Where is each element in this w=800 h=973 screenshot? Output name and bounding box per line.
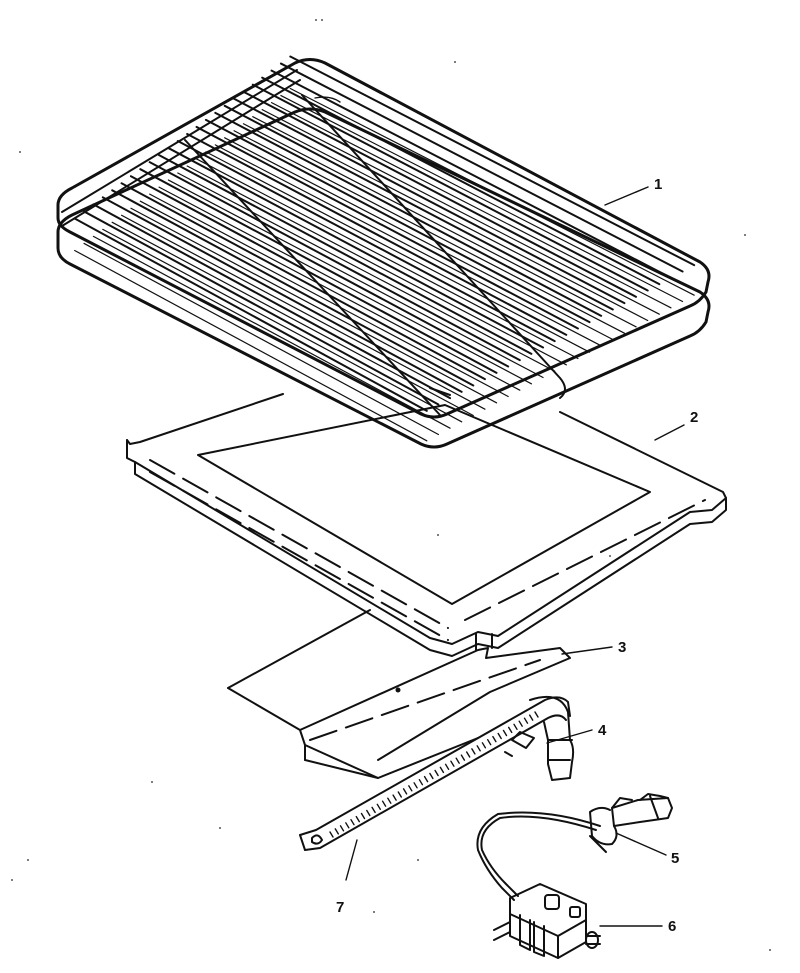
rack-rod-lower (74, 249, 428, 442)
callout-leader-1 (604, 186, 649, 206)
callout-label-3: 3 (618, 639, 626, 656)
rack-rod (167, 147, 545, 349)
rack-rod-lower (224, 137, 614, 341)
rack-rod (233, 97, 626, 305)
rack-rod-lower (289, 87, 695, 296)
rack-rod (261, 76, 661, 286)
rack-rod-lower (139, 200, 509, 398)
callout-leader-5 (615, 832, 667, 856)
rack-rod (92, 203, 452, 400)
rack-rod-lower (102, 228, 463, 423)
rack-rod (223, 104, 614, 311)
gas-valve (493, 883, 601, 959)
rack-rod (148, 161, 521, 362)
oven-racks (56, 55, 711, 449)
rack-rod (176, 140, 556, 343)
rack-rod (83, 210, 440, 406)
rack-rod (129, 175, 498, 374)
rack-rod (101, 196, 463, 393)
callout-label-6: 6 (668, 918, 676, 935)
rack-rod-lower (242, 123, 637, 328)
callout-label-7: 7 (336, 899, 344, 916)
callout-label-1: 1 (654, 176, 662, 193)
bake-pan-cover (126, 387, 727, 657)
rack-rod (195, 125, 579, 330)
rack-rod-lower (270, 102, 672, 309)
burner-baffle (227, 609, 571, 779)
callout-leader-7 (345, 839, 358, 881)
rack-rod-lower (83, 242, 440, 436)
scan-specks (11, 19, 771, 951)
rack-rod-lower (195, 158, 579, 360)
rack-rod-lower (92, 235, 451, 429)
rack-rod (139, 168, 510, 368)
rack-rod-lower (130, 207, 498, 404)
callouts: 1 2 3 4 5 6 7 (336, 176, 698, 935)
callout-label-2: 2 (690, 409, 698, 426)
rack-rod-lower (280, 94, 684, 303)
rack-rod (242, 90, 638, 298)
rack-rod (120, 182, 486, 381)
rack-rod-lower (158, 186, 533, 385)
rack-rod (158, 154, 533, 355)
pilot-assembly (589, 793, 673, 853)
callout-leader-3 (561, 646, 613, 655)
rack-rod-lower (233, 130, 626, 334)
rack-rod (251, 83, 649, 292)
callout-label-4: 4 (598, 722, 607, 739)
pilot-tube (476, 811, 601, 901)
rack-rod-lower (261, 109, 660, 315)
rack-rod (279, 62, 684, 273)
rack-rod (186, 132, 568, 336)
rack-rod-lower (111, 221, 474, 417)
rack-rod-lower (149, 193, 521, 391)
rack-rod-lower (252, 116, 649, 322)
rack-rod (214, 111, 603, 317)
rack-rod (289, 55, 696, 267)
rack-rod-lower (120, 214, 486, 410)
rack-rod (73, 217, 428, 412)
rack-rod (204, 118, 591, 324)
callout-label-5: 5 (671, 850, 679, 867)
bake-burner (299, 696, 571, 851)
callout-leader-4 (546, 729, 593, 744)
rack-rod-lower (177, 172, 556, 372)
rack-rod-lower (205, 151, 591, 353)
rack-rod (270, 69, 672, 279)
rack-rod-lower (167, 179, 544, 379)
callout-leader-2 (654, 424, 685, 441)
rack-rod (111, 189, 475, 387)
rack-rod-lower (186, 165, 567, 366)
rack-rod-lower (214, 144, 602, 347)
